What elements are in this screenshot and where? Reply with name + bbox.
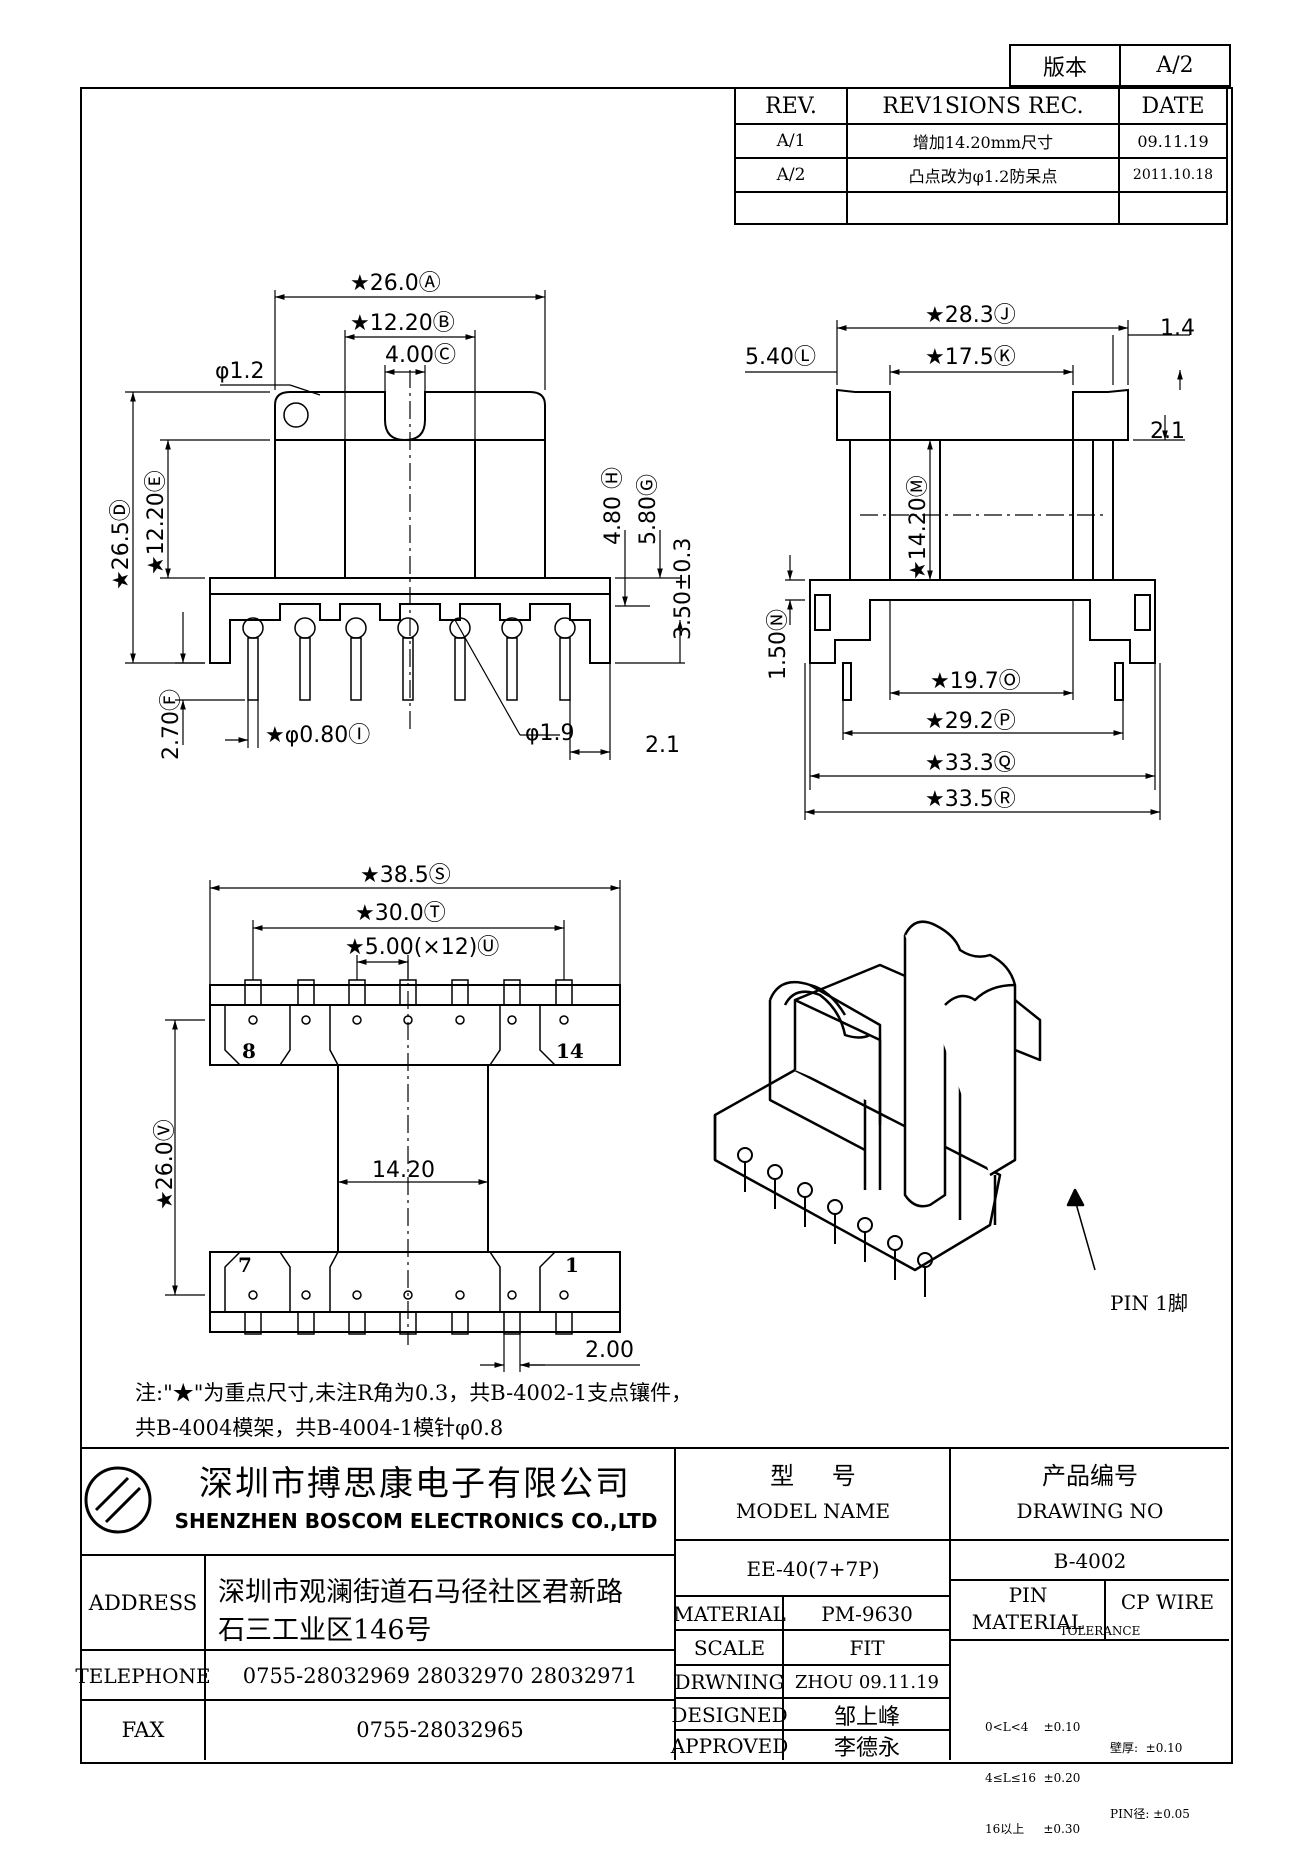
scale-label: SCALE <box>693 1636 766 1660</box>
company-name-en: SHENZHEN BOSCOM ELECTRONICS CO.,LTD <box>174 1509 658 1533</box>
drawing-no: B-4002 <box>1053 1548 1127 1573</box>
address-line-2: 石三工业区146号 <box>218 1615 432 1646</box>
version-label: 版本 <box>1009 44 1121 87</box>
pin-label-14: 14 <box>556 1039 584 1063</box>
dim-B: ★12.20Ⓑ <box>350 311 455 336</box>
dim-t2: 2.1 <box>1150 419 1185 444</box>
date-header: DATE <box>1118 87 1228 125</box>
address-line-1: 深圳市观澜街道石马径社区君新路 <box>218 1577 623 1608</box>
dim-t1: 1.4 <box>1160 316 1195 341</box>
dim-D: ★26.5Ⓓ <box>109 499 134 590</box>
revision-table: REV. REV1SIONS REC. DATE A/1 增加14.20mm尺寸… <box>734 87 1228 225</box>
tolerance-row: 16以上 ±0.30 <box>985 1822 1081 1836</box>
scale-value: FIT <box>849 1636 885 1660</box>
drawing-label-en: DRAWING NO <box>1016 1499 1164 1523</box>
wall-thickness-tolerance: 壁厚: ±0.10 <box>1110 1741 1183 1755</box>
dim-inner: 14.20 <box>372 1158 435 1183</box>
rev-desc-cell: 凸点改为φ1.2防呆点 <box>846 157 1120 193</box>
drawing-border <box>80 87 1233 1764</box>
rev-date-cell <box>1118 191 1228 225</box>
front-view-dimensions: ★26.0Ⓐ ★12.20Ⓑ 4.00Ⓒ φ1.2 ★26.5Ⓓ ★12.20Ⓔ… <box>109 271 696 760</box>
front-view <box>125 290 685 760</box>
dim-R: ★33.5Ⓡ <box>925 787 1016 812</box>
tolerance-row: 4≤L≤16 ±0.20 <box>985 1771 1081 1785</box>
bottom-view <box>165 880 640 1372</box>
approved-label: APPROVED <box>670 1733 789 1758</box>
pin-diameter-tolerance: PIN径: ±0.05 <box>1110 1807 1190 1821</box>
dim-N: 1.50Ⓝ <box>766 609 791 680</box>
dim-Q: ★33.3Ⓠ <box>925 751 1016 776</box>
dim-M: ★14.20Ⓜ <box>906 475 931 580</box>
telephone-value: 0755-28032969 28032970 28032971 <box>242 1663 638 1688</box>
note-line-1: 注:"★"为重点尺寸,未注R角为0.3，共B-4002-1支点镶件， <box>135 1381 692 1405</box>
rev-header: REV. <box>734 87 848 125</box>
dim-S: ★38.5Ⓢ <box>360 863 451 888</box>
dim-L: 5.40Ⓛ <box>745 345 816 370</box>
rev-desc-cell <box>846 191 1120 225</box>
dim-P: ★29.2Ⓟ <box>925 709 1016 734</box>
iso-pin-label: PIN 1脚 <box>1110 1291 1188 1315</box>
pin-label-7: 7 <box>238 1253 252 1277</box>
drawing-label-cn: 产品编号 <box>1042 1461 1138 1490</box>
material-value: PM-9630 <box>821 1601 913 1626</box>
dim-C: 4.00Ⓒ <box>385 343 456 368</box>
title-block-lines <box>80 1447 1229 1760</box>
tolerance-extra: 壁厚: ±0.10 PIN径: ±0.05 <box>1110 1693 1190 1847</box>
material-label: MATERIAL <box>673 1601 786 1626</box>
version-value: A/2 <box>1119 44 1231 87</box>
pin-material-label-2: MATERIAL <box>971 1610 1085 1634</box>
tolerance-table: 0<L<4 ±0.10 4≤L≤16 ±0.20 16以上 ±0.30 <box>985 1685 1080 1855</box>
tolerance-label: TOLERANCE <box>1059 1623 1141 1638</box>
dim-I: ★φ0.80Ⓘ <box>265 723 370 748</box>
rev-date-cell: 09.11.19 <box>1118 123 1228 159</box>
model-label-cn: 型 号 <box>770 1461 856 1490</box>
approved-value: 李德永 <box>833 1735 900 1761</box>
telephone-label: TELEPHONE <box>75 1663 211 1688</box>
designed-label: DESIGNED <box>671 1702 788 1727</box>
rev-date-cell: 2011.10.18 <box>1118 157 1228 193</box>
dim-K: ★17.5Ⓚ <box>925 345 1016 370</box>
dim-E: ★12.20Ⓔ <box>144 470 169 575</box>
note-line-2: 共B-4004模架，共B-4004-1模针φ0.8 <box>135 1416 503 1440</box>
pin-material-value: CP WIRE <box>1120 1590 1215 1614</box>
dim-H: 4.80 Ⓗ <box>601 467 626 545</box>
pin-material-label-1: PIN <box>1008 1583 1048 1607</box>
drawn-by-value: ZHOU 09.11.19 <box>794 1671 939 1693</box>
version-box: 版本 A/2 <box>1009 44 1231 87</box>
dim-hole: φ1.2 <box>215 359 265 384</box>
rev-cell <box>734 191 848 225</box>
dim-J: ★28.3Ⓙ <box>925 303 1016 328</box>
pin-label-8: 8 <box>242 1039 256 1063</box>
dim-pinhead: φ1.9 <box>525 721 575 746</box>
fax-value: 0755-28032965 <box>356 1718 524 1742</box>
rev-desc-cell: 增加14.20mm尺寸 <box>846 123 1120 159</box>
side-view-dimensions: ★28.3Ⓙ 5.40Ⓛ ★17.5Ⓚ 1.4 2.1 ★14.20Ⓜ 1.50… <box>745 303 1195 812</box>
designed-value: 邹上峰 <box>833 1704 900 1730</box>
model-label-en: MODEL NAME <box>735 1499 891 1523</box>
side-view <box>745 320 1190 820</box>
dim-A: ★26.0Ⓐ <box>350 271 441 296</box>
rev-rec-header: REV1SIONS REC. <box>846 87 1120 125</box>
dim-F: 2.70Ⓕ <box>159 689 184 760</box>
dim-G: 5.80Ⓖ <box>636 474 661 545</box>
pin-label-1: 1 <box>565 1253 579 1277</box>
dim-pitch: 2.1 <box>645 733 680 758</box>
dim-U: ★5.00(×12)Ⓤ <box>345 935 499 960</box>
address-label: ADDRESS <box>88 1591 198 1615</box>
rev-cell: A/2 <box>734 157 848 193</box>
iso-view <box>713 920 1096 1297</box>
tolerance-row: 0<L<4 ±0.10 <box>985 1720 1081 1734</box>
dim-pitch-bottom: 2.00 <box>585 1338 634 1363</box>
dim-T: ★30.0Ⓣ <box>355 901 446 926</box>
dim-stand: 3.50±0.3 <box>671 538 696 640</box>
fax-label: FAX <box>121 1718 165 1742</box>
dim-V: ★26.0Ⓥ <box>153 1119 178 1210</box>
company-name-cn: 深圳市搏思康电子有限公司 <box>199 1463 631 1504</box>
dim-O: ★19.7Ⓞ <box>930 669 1021 694</box>
rev-cell: A/1 <box>734 123 848 159</box>
model-value: EE-40(7+7P) <box>746 1556 880 1581</box>
bottom-view-dimensions: ★38.5Ⓢ ★30.0Ⓣ ★5.00(×12)Ⓤ ★26.0Ⓥ 14.20 2… <box>153 863 634 1363</box>
drawn-by-label: DRWNING <box>674 1670 785 1694</box>
